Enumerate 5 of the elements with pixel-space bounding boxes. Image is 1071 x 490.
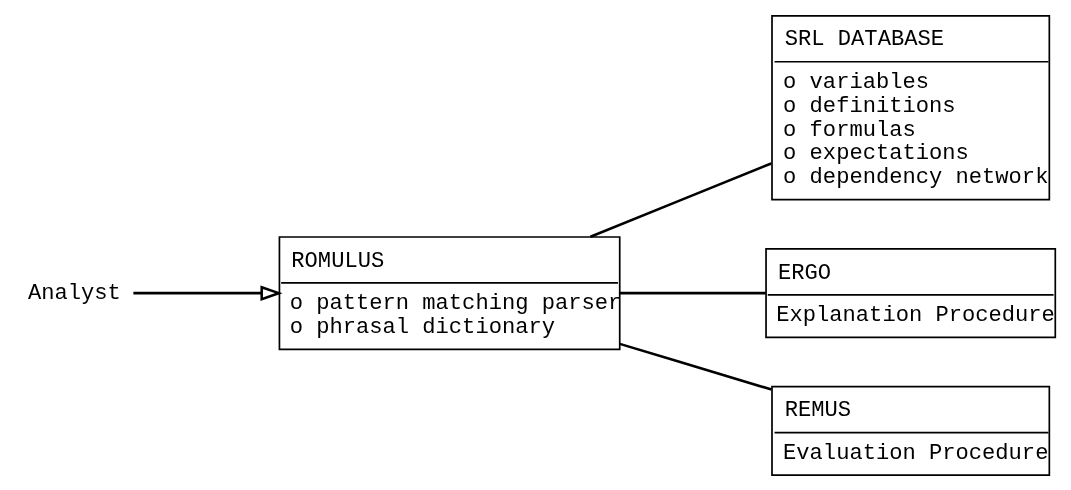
connector [619,291,766,294]
connector [590,161,772,238]
connector [619,342,772,391]
node-text: Analyst [27,280,121,306]
arrow [133,284,283,301]
